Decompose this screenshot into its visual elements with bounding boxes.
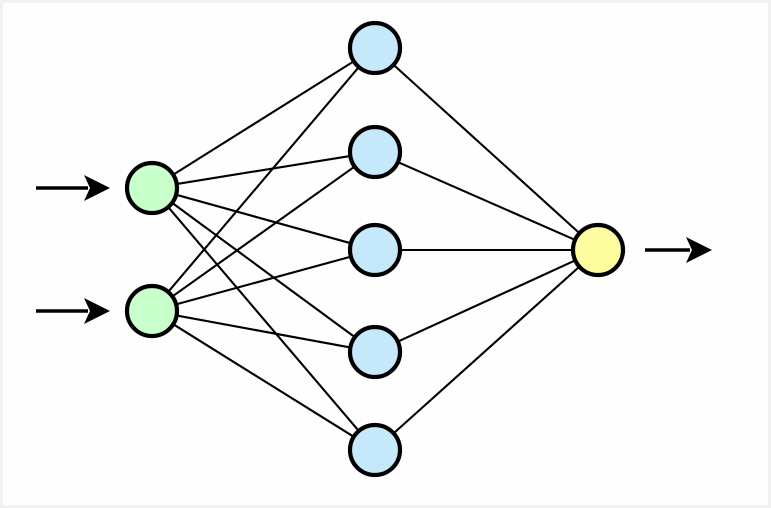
edge-h1-o1 <box>391 63 582 235</box>
input-arrow-top <box>36 175 110 201</box>
input-arrow-bottom <box>36 298 110 324</box>
edge-i2-h4 <box>174 314 353 349</box>
edge-h2-o1 <box>395 160 578 242</box>
edge-i2-h1 <box>166 65 361 294</box>
edge-i1-h1 <box>171 59 356 177</box>
output-arrow-head <box>686 237 712 263</box>
node-hidden-3[interactable] <box>347 222 403 278</box>
node-input-1[interactable] <box>124 160 180 216</box>
node-hidden-1[interactable] <box>347 20 403 76</box>
node-group <box>124 20 626 478</box>
edge-i1-h3 <box>174 193 353 245</box>
node-hidden-2[interactable] <box>347 124 403 180</box>
edge-i1-h5 <box>166 205 361 433</box>
input-arrow-top-head <box>84 175 110 201</box>
edge-group <box>166 59 582 439</box>
input-arrow-bottom-head <box>84 298 110 324</box>
edge-h4-o1 <box>395 258 578 344</box>
edge-i1-h4 <box>170 201 357 339</box>
edge-h5-o1 <box>391 264 582 436</box>
edge-i2-h2 <box>170 164 357 299</box>
node-input-2[interactable] <box>124 283 180 339</box>
node-output-1[interactable] <box>570 222 626 278</box>
edge-i1-h2 <box>174 154 353 186</box>
node-hidden-5[interactable] <box>347 422 403 478</box>
io-arrow-group <box>36 175 712 324</box>
output-arrow <box>645 237 712 263</box>
edge-i2-h3 <box>174 255 353 306</box>
edge-i2-h5 <box>171 322 356 439</box>
node-hidden-4[interactable] <box>347 324 403 380</box>
